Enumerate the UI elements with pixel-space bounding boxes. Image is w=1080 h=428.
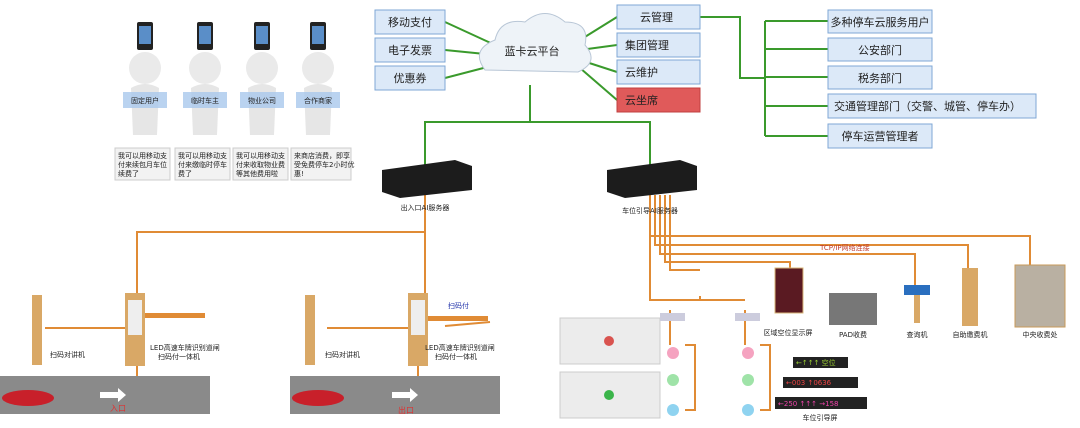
svg-text:LED高速车牌识别道闸: LED高速车牌识别道闸	[150, 343, 220, 352]
service-mobile-pay[interactable]: 移动支付	[388, 16, 432, 29]
svg-text:临时车主: 临时车主	[191, 96, 219, 105]
query-kiosk	[904, 285, 930, 295]
svg-text:LED高速车牌识别道闸: LED高速车牌识别道闸	[425, 343, 495, 352]
devices: 区域空位显示屏 PAD收费 查询机 自助缴费机 中央收费处	[764, 264, 1066, 339]
guidance-screens: ←↑↑↑ 空位 ←003 ↑0636 ←250 ↑↑↑ →158 车位引导屏	[775, 357, 867, 422]
svg-text:物业公司: 物业公司	[248, 96, 276, 105]
svg-text:等其他费用啦: 等其他费用啦	[236, 169, 278, 178]
svg-text:区域空位显示屏: 区域空位显示屏	[764, 328, 813, 337]
car-icon	[292, 390, 344, 406]
svg-text:合作商家: 合作商家	[304, 96, 332, 105]
central-pay-booth	[1014, 264, 1066, 328]
network-label: TCP/IP网络连接	[819, 243, 870, 252]
svg-text:来商店消费，即享: 来商店消费，即享	[294, 151, 350, 160]
network-lines: TCP/IP网络连接	[45, 195, 1031, 411]
svg-text:我可以用移动支: 我可以用移动支	[236, 151, 285, 160]
user-police[interactable]: 公安部门	[858, 43, 902, 57]
svg-text:←003 ↑0636: ←003 ↑0636	[786, 379, 832, 387]
server-entrance[interactable]: 出入口AI服务器	[382, 160, 472, 212]
barrier-arm	[428, 316, 488, 321]
svg-text:车位引导AI服务器: 车位引导AI服务器	[622, 206, 678, 215]
occupied-indicator	[604, 336, 614, 346]
switch-icon	[735, 313, 760, 321]
svg-text:扫码对讲机: 扫码对讲机	[325, 350, 360, 359]
arrow-right-icon	[100, 388, 126, 402]
user-groups: 多种停车云服务用户 公安部门 税务部门 交通管理部门（交警、城管、停车办） 停车…	[827, 9, 1037, 149]
parking-bays	[559, 313, 760, 419]
right-services: 云管理 集团管理 云维护 云坐席	[616, 4, 701, 113]
persona-property-company: 物业公司	[240, 22, 284, 135]
user-tax[interactable]: 税务部门	[858, 71, 902, 85]
svg-text:自助缴费机: 自助缴费机	[953, 330, 988, 339]
svg-text:←↑↑↑ 空位: ←↑↑↑ 空位	[796, 358, 836, 367]
svg-text:出入口AI服务器: 出入口AI服务器	[401, 203, 450, 212]
service-cloud-management[interactable]: 云管理	[640, 10, 673, 24]
service-group-management[interactable]: 集团管理	[625, 38, 669, 52]
vacant-indicator	[604, 390, 614, 400]
intercom-device	[32, 295, 42, 365]
svg-text:扫码付一体机: 扫码付一体机	[158, 352, 200, 361]
service-e-invoice[interactable]: 电子发票	[388, 43, 432, 57]
area-vacancy-display	[774, 267, 804, 314]
service-coupon[interactable]: 优惠券	[394, 71, 427, 85]
pad-payment	[829, 293, 877, 325]
user-operators[interactable]: 停车运营管理者	[842, 129, 919, 143]
cloud-label: 蓝卡云平台	[505, 44, 560, 58]
svg-text:PAD收费: PAD收费	[839, 330, 867, 339]
svg-text:扫码付一体机: 扫码付一体机	[435, 352, 477, 361]
direction-label: 入口	[110, 404, 126, 413]
persona-fixed-user: 固定用户	[123, 22, 167, 135]
scan-pay-tag: 扫码付	[448, 301, 469, 310]
svg-text:费了: 费了	[178, 169, 192, 178]
svg-text:我可以用移动支: 我可以用移动支	[118, 151, 167, 160]
switch-icon	[660, 313, 685, 321]
svg-text:惠!: 惠!	[294, 169, 304, 178]
server-guidance[interactable]: 车位引导AI服务器	[607, 160, 697, 215]
svg-text:受免费停车2小时优: 受免费停车2小时优	[294, 160, 354, 169]
svg-text:查询机: 查询机	[907, 330, 928, 339]
service-cloud-maintenance[interactable]: 云维护	[625, 65, 658, 79]
car-icon	[2, 390, 54, 406]
guidance-screen-label: 车位引导屏	[803, 413, 838, 422]
svg-text:付来续包月车位: 付来续包月车位	[118, 160, 167, 169]
cloud-links	[424, 16, 828, 165]
left-services: 移动支付 电子发票 优惠券	[374, 9, 446, 91]
svg-text:固定用户: 固定用户	[131, 96, 159, 105]
svg-text:我可以用移动支: 我可以用移动支	[178, 151, 227, 160]
svg-text:付来缴临时停车: 付来缴临时停车	[178, 160, 227, 169]
self-pay-machine	[962, 268, 978, 326]
user-traffic[interactable]: 交通管理部门（交警、城管、停车办）	[834, 99, 1021, 113]
svg-text:扫码对讲机: 扫码对讲机	[50, 350, 85, 359]
svg-text:←250 ↑↑↑ →158: ←250 ↑↑↑ →158	[778, 400, 839, 408]
persona-partner-merchant: 合作商家	[296, 22, 340, 135]
arrow-right-icon	[392, 388, 418, 402]
intercom-device	[305, 295, 315, 365]
svg-text:中央收费处: 中央收费处	[1023, 330, 1058, 339]
barrier-arm	[145, 313, 205, 318]
user-cloud-users[interactable]: 多种停车云服务用户	[831, 15, 930, 29]
direction-label: 出口	[398, 405, 414, 415]
service-cloud-agent[interactable]: 云坐席	[625, 93, 658, 107]
svg-text:续费了: 续费了	[118, 169, 139, 178]
persona-temp-driver: 临时车主	[183, 22, 227, 135]
cloud-platform[interactable]: 蓝卡云平台	[478, 13, 592, 73]
svg-text:付来收取物业费: 付来收取物业费	[236, 160, 285, 169]
